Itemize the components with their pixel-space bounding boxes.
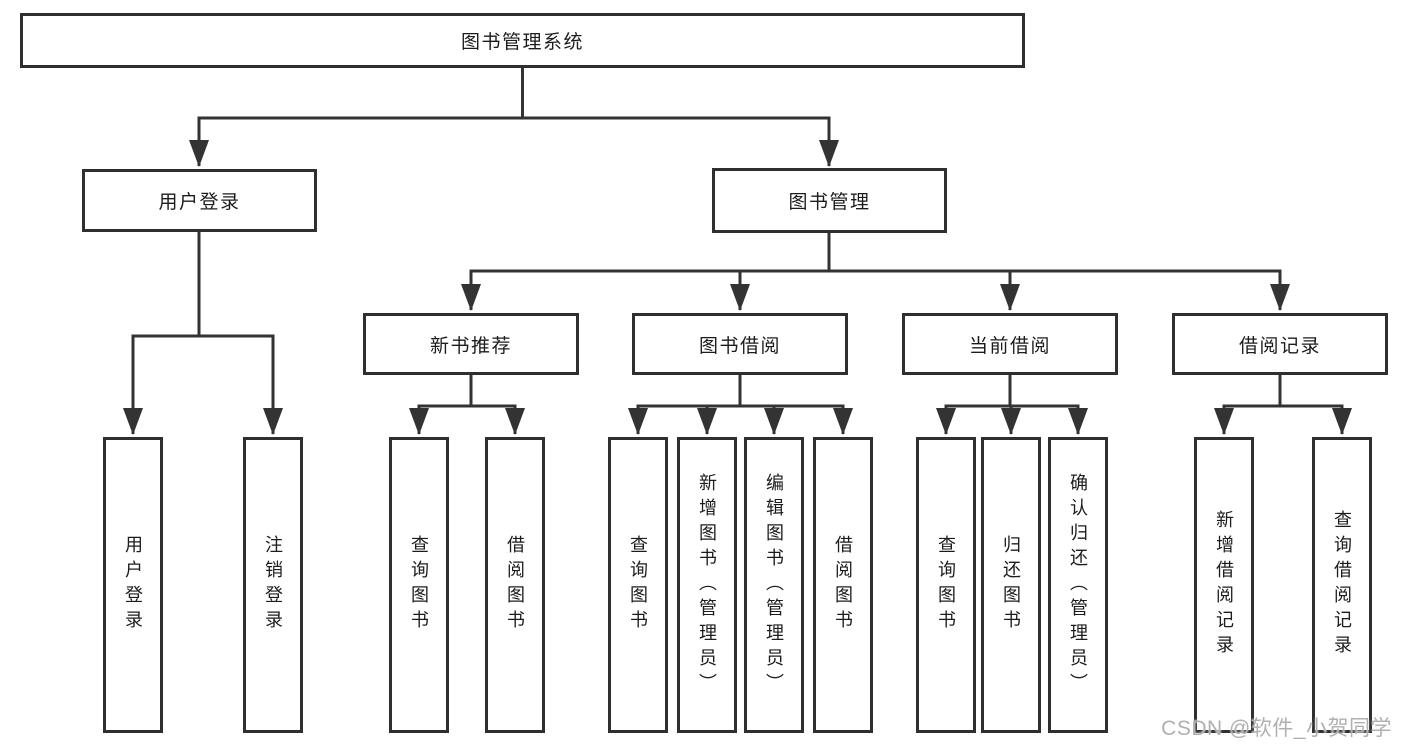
leaf-add-borrow-record: 新增借阅记录 bbox=[1194, 437, 1254, 733]
node-user-login: 用户登录 bbox=[82, 169, 317, 232]
connectors-book-borrow bbox=[628, 375, 853, 435]
leaf-confirm-return-admin: 确认归还（管理员） bbox=[1048, 437, 1108, 733]
node-borrow-record: 借阅记录 bbox=[1172, 313, 1388, 375]
leaf-query-borrow-record: 查询借阅记录 bbox=[1312, 437, 1372, 733]
leaf-query-books-current: 查询图书 bbox=[916, 437, 976, 733]
node-current-borrow: 当前借阅 bbox=[902, 313, 1118, 375]
leaf-edit-books-admin: 编辑图书（管理员） bbox=[744, 437, 804, 733]
connectors-user-login bbox=[123, 232, 283, 435]
node-root-system: 图书管理系统 bbox=[20, 13, 1025, 68]
leaf-logout: 注销登录 bbox=[243, 437, 303, 733]
leaf-borrow-books-recommend: 借阅图书 bbox=[485, 437, 545, 733]
node-book-borrow: 图书借阅 bbox=[632, 313, 848, 375]
connectors-current-borrow bbox=[936, 375, 1088, 435]
connectors-book-management bbox=[461, 233, 1290, 311]
connectors-borrow-record bbox=[1214, 375, 1352, 435]
connectors-new-book bbox=[409, 375, 525, 435]
node-new-book-recommend: 新书推荐 bbox=[363, 313, 579, 375]
connectors-root bbox=[189, 68, 839, 167]
csdn-watermark: CSDN @软件_小贺同学 bbox=[1161, 717, 1392, 740]
leaf-return-books: 归还图书 bbox=[981, 437, 1041, 733]
leaf-add-books-admin: 新增图书（管理员） bbox=[677, 437, 737, 733]
leaf-query-books-recommend: 查询图书 bbox=[389, 437, 449, 733]
node-book-management: 图书管理 bbox=[712, 168, 947, 233]
leaf-borrow-books: 借阅图书 bbox=[813, 437, 873, 733]
leaf-query-books-borrow: 查询图书 bbox=[608, 437, 668, 733]
leaf-user-login: 用户登录 bbox=[103, 437, 163, 733]
